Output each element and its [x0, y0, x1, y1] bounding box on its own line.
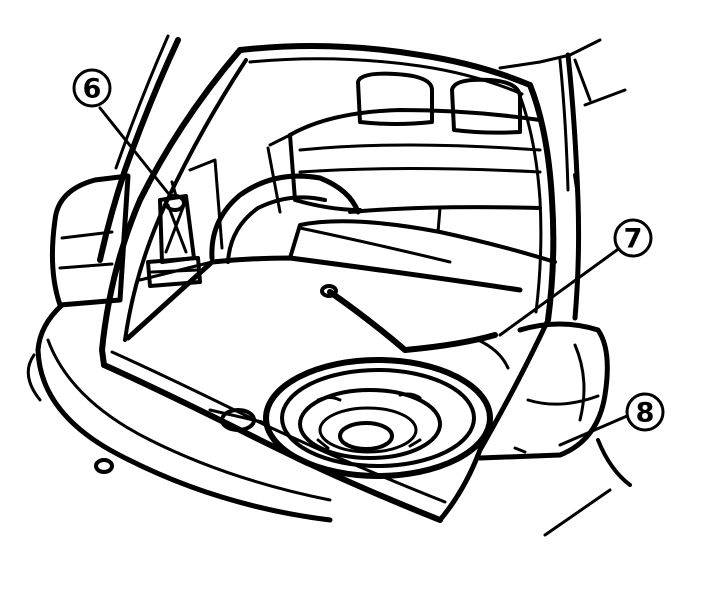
jack	[146, 180, 202, 288]
car-body	[26, 173, 632, 537]
rear-seat	[288, 71, 542, 234]
leader-lines	[98, 106, 629, 447]
luggage-floor	[125, 219, 557, 341]
wheel-brace	[320, 284, 510, 370]
callout-6: 6	[72, 68, 112, 108]
callout-8: 8	[625, 392, 665, 432]
callout-7-label: 7	[624, 224, 643, 255]
callout-8-label: 8	[636, 398, 655, 429]
callout-6-label: 6	[83, 74, 102, 105]
left-wheel-arch	[138, 133, 361, 282]
callout-7: 7	[613, 218, 653, 258]
spare-wheel	[263, 357, 493, 479]
